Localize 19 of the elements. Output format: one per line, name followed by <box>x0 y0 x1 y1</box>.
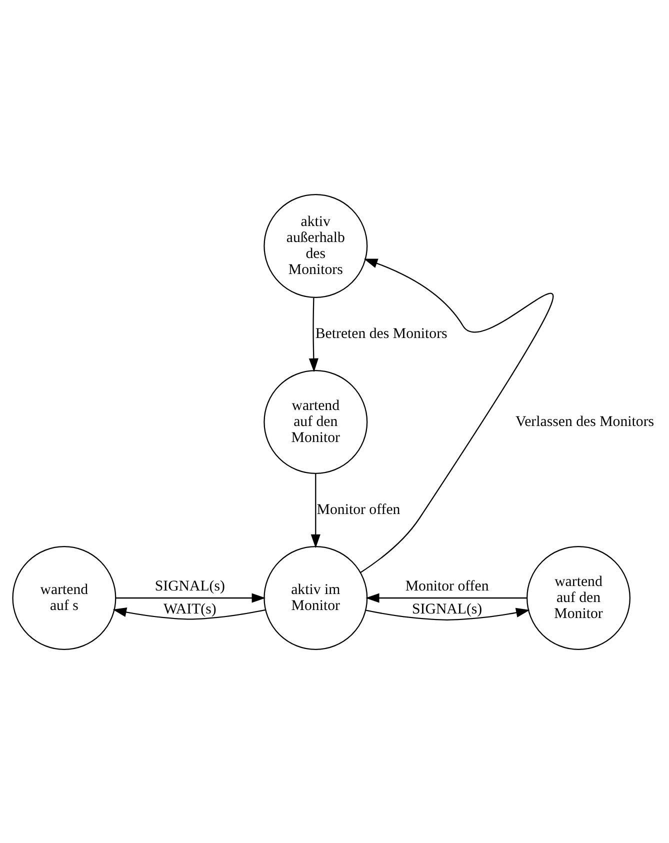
node-circle: aktiv außerhalb des Monitors <box>264 194 368 298</box>
edge-label: Verlassen des Monitors <box>516 413 654 430</box>
edge-label: Monitor offen <box>316 501 400 518</box>
arrow <box>366 607 530 620</box>
node-circle: aktiv im Monitor <box>264 546 368 650</box>
edge-label: WAIT(s) <box>164 600 216 617</box>
arrow <box>112 606 266 620</box>
arrow <box>310 473 320 548</box>
arrow <box>308 297 318 372</box>
node-circle: wartend auf den Monitor <box>264 370 368 474</box>
edge-label: Betreten des Monitors <box>315 325 448 342</box>
arrow <box>116 592 266 602</box>
edge-label: SIGNAL(s) <box>412 600 482 617</box>
edge-label: SIGNAL(s) <box>154 578 225 594</box>
arrow <box>366 592 527 602</box>
arrow <box>360 258 553 573</box>
node-circle: wartend auf s <box>12 546 116 650</box>
node-circle: wartend auf den Monitor <box>526 546 630 650</box>
edge-label: Monitor offen <box>405 578 489 594</box>
